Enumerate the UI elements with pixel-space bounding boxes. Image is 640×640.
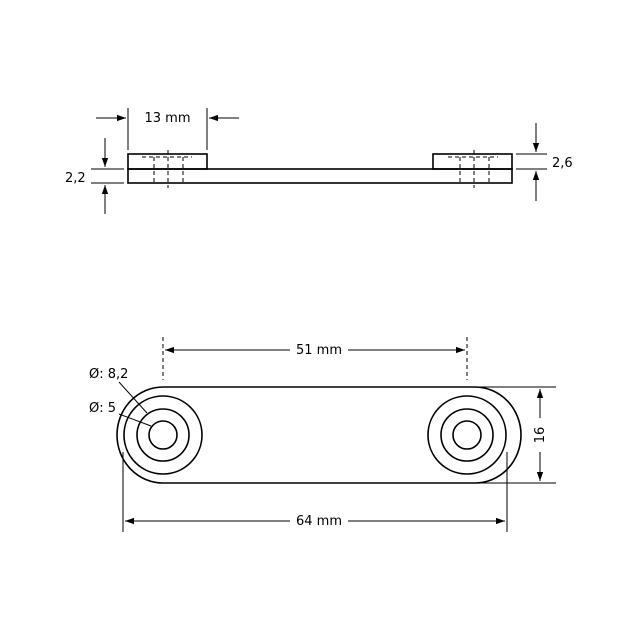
right-hole [427,395,507,475]
left-hidden-hole [142,150,192,188]
diameter-callouts: Ø: 8,2 Ø: 5 [89,367,152,427]
dimension-2-2: 2,2 [65,138,124,214]
right-pad-profile [432,153,513,170]
width-label: 13 mm [144,111,190,126]
right-hidden-hole [448,150,498,188]
dimension-2-6: 2,6 [516,123,573,201]
top-view: 51 mm 64 mm 16 Ø: 8,2 Ø: 5 [89,337,556,532]
left-hole [123,395,203,475]
part-outline [116,386,522,484]
length-label: 64 mm [296,514,342,529]
side-view: 13 mm 2,2 2,6 [65,108,573,214]
spacing-label: 51 mm [296,343,342,358]
dimension-16: 16 [480,386,556,484]
inner-diameter-label: Ø: 5 [89,401,116,416]
base-plate-profile [127,168,513,184]
dimension-51mm: 51 mm [162,337,468,380]
right-height-label: 2,6 [552,156,573,171]
left-height-label: 2,2 [65,171,86,186]
height-label: 16 [533,427,548,444]
dimension-64mm: 64 mm [122,452,508,532]
dimension-13mm: 13 mm [96,108,239,150]
outer-diameter-label: Ø: 8,2 [89,367,128,382]
